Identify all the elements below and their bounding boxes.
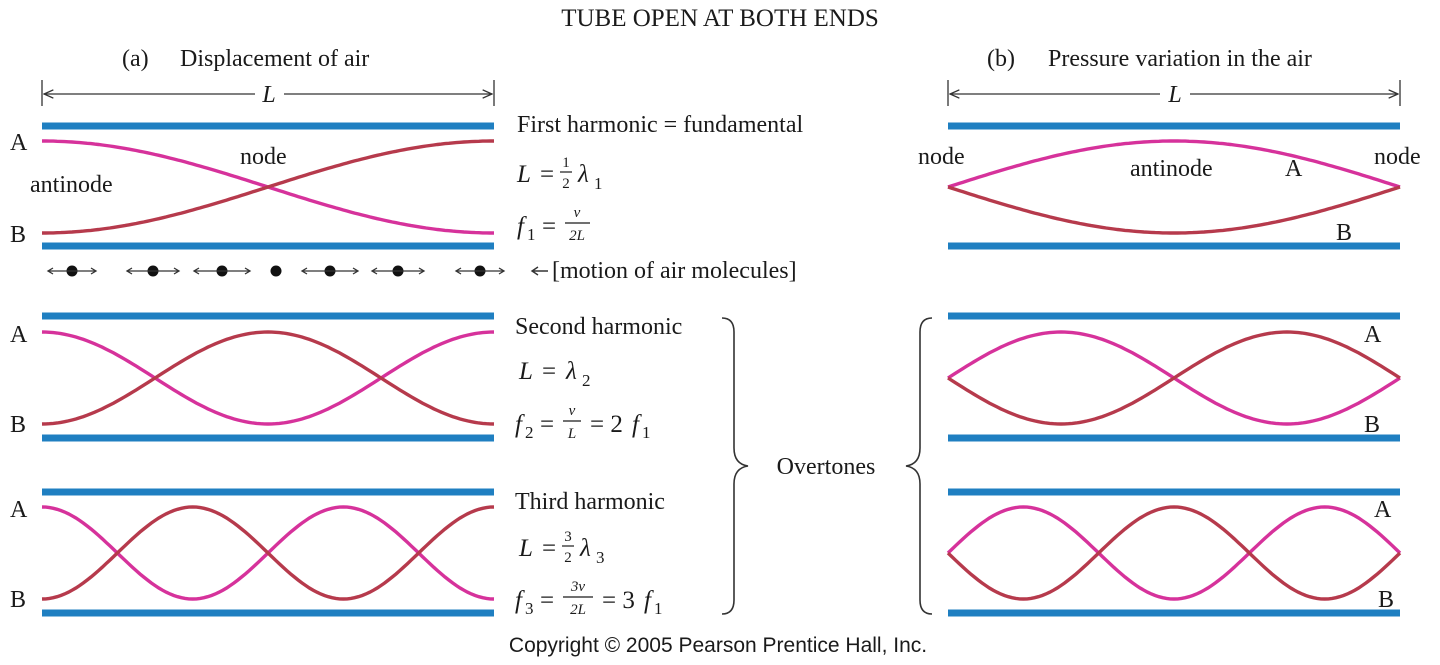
- eq-rhs: = 3: [602, 587, 635, 614]
- eq-sub: 3: [525, 599, 534, 618]
- motion-label: [motion of air molecules]: [552, 258, 797, 284]
- eq-num: 3: [564, 529, 572, 545]
- molecule-motion-arrow: [454, 267, 506, 275]
- overtones-brace-right: [905, 317, 933, 615]
- eq-den: 2: [562, 176, 570, 192]
- eq-sub: 2: [525, 423, 534, 442]
- eq-equals: =: [540, 161, 554, 188]
- eq-rhs-sub: 1: [654, 599, 663, 618]
- third-pressure-curve-b: [946, 505, 1402, 601]
- eq-num: v: [569, 403, 576, 419]
- air-molecule-row: [46, 265, 548, 277]
- eq-den: 2L: [569, 228, 585, 244]
- antinode-label-b: antinode: [1130, 156, 1213, 182]
- second-harmonic-heading: Second harmonic: [515, 314, 682, 340]
- eq-lhs: L: [516, 161, 531, 188]
- eq-rhs-var: f: [644, 587, 654, 614]
- eq-lhs: L: [518, 535, 533, 562]
- curve-label-a: A: [1374, 497, 1392, 523]
- curve-label-b: B: [10, 222, 26, 248]
- motion-label-arrow: [530, 266, 548, 276]
- first-pressure-curve-b: [947, 185, 1401, 235]
- first-harmonic-heading: First harmonic = fundamental: [517, 112, 803, 138]
- eq-sub: 2: [582, 371, 591, 390]
- curve-label-a: A: [10, 497, 28, 523]
- third-harmonic-heading: Third harmonic: [515, 489, 665, 515]
- third-frequency-equation: f 3 = 3v 2L = 3 f 1: [515, 579, 663, 618]
- third-displacement-curve-b: [41, 505, 495, 601]
- first-length-equation: L = 1 2 λ 1: [516, 155, 603, 193]
- third-pressure-curve-a: [946, 505, 1402, 601]
- eq-num: 1: [562, 155, 570, 171]
- overtones-label: Overtones: [777, 454, 876, 480]
- curve-label-b: B: [10, 587, 26, 613]
- eq-rhs-var: f: [632, 411, 642, 438]
- second-pressure-curve-b: [947, 330, 1401, 426]
- eq-rhs-sub: 1: [642, 423, 651, 442]
- curve-label-a: A: [1364, 322, 1382, 348]
- curve-label-a: A: [1285, 156, 1303, 182]
- molecule-motion-arrow: [370, 267, 426, 275]
- curve-label-a: A: [10, 322, 28, 348]
- eq-sub: 1: [594, 174, 603, 193]
- second-displacement-curve-b: [41, 330, 495, 426]
- copyright-notice: Copyright © 2005 Pearson Prentice Hall, …: [509, 634, 927, 657]
- eq-equals: =: [542, 535, 556, 562]
- eq-equals: =: [540, 587, 554, 614]
- first-displacement-curve-b: [42, 139, 494, 235]
- eq-var: λ: [579, 535, 591, 562]
- air-molecule: [270, 265, 282, 277]
- panel-a-label: (a): [122, 46, 149, 72]
- second-length-equation: L = λ 2: [518, 358, 591, 390]
- eq-var: λ: [577, 161, 589, 188]
- curve-label-b: B: [10, 412, 26, 438]
- eq-den: 2: [564, 550, 572, 566]
- curve-labels: A B A B A B A B A B A B: [10, 130, 1394, 613]
- node-label-left: node: [918, 144, 965, 170]
- molecule-motion-arrow: [46, 267, 98, 275]
- molecule-motion-arrow: [192, 267, 252, 275]
- first-frequency-equation: f 1 = v 2L: [517, 205, 590, 244]
- second-frequency-equation: f 2 = v L = 2 f 1: [515, 403, 651, 442]
- length-dimension-b: L: [947, 80, 1401, 108]
- eq-lhs: f: [517, 213, 527, 240]
- curve-label-b: B: [1378, 587, 1394, 613]
- node-label-right: node: [1374, 144, 1421, 170]
- eq-equals: =: [540, 411, 554, 438]
- length-label-a: L: [261, 82, 275, 108]
- eq-equals: =: [542, 358, 556, 385]
- figure-title: TUBE OPEN AT BOTH ENDS: [561, 5, 879, 32]
- eq-lhs: f: [515, 587, 525, 614]
- eq-lhs: f: [515, 411, 525, 438]
- standing-wave-curves: [41, 139, 1402, 601]
- curve-label-b: B: [1364, 412, 1380, 438]
- eq-num: 3v: [570, 579, 586, 595]
- length-dimension-a: L: [41, 80, 495, 108]
- overtones-brace-left: [721, 317, 749, 615]
- panel-a-heading: Displacement of air: [180, 46, 369, 72]
- curve-label-a: A: [10, 130, 28, 156]
- panel-b-label: (b): [987, 46, 1015, 72]
- curve-label-b: B: [1336, 220, 1352, 246]
- length-label-b: L: [1167, 82, 1181, 108]
- eq-var: λ: [565, 358, 577, 385]
- molecule-motion-arrow: [125, 267, 181, 275]
- eq-equals: =: [542, 213, 556, 240]
- eq-sub: 3: [596, 548, 605, 567]
- eq-den: L: [567, 426, 576, 442]
- eq-sub: 1: [527, 225, 536, 244]
- node-label: node: [240, 144, 287, 170]
- tube-walls: [42, 122, 1400, 617]
- eq-num: v: [574, 205, 581, 221]
- antinode-label: antinode: [30, 172, 113, 198]
- first-pressure-curve-a: [947, 139, 1401, 189]
- eq-rhs: = 2: [590, 411, 623, 438]
- molecule-motion-arrow: [300, 267, 360, 275]
- eq-den: 2L: [570, 602, 586, 618]
- third-length-equation: L = 3 2 λ 3: [518, 529, 605, 567]
- second-displacement-curve-a: [41, 330, 495, 426]
- panel-b-heading: Pressure variation in the air: [1048, 46, 1312, 72]
- eq-lhs: L: [518, 358, 533, 385]
